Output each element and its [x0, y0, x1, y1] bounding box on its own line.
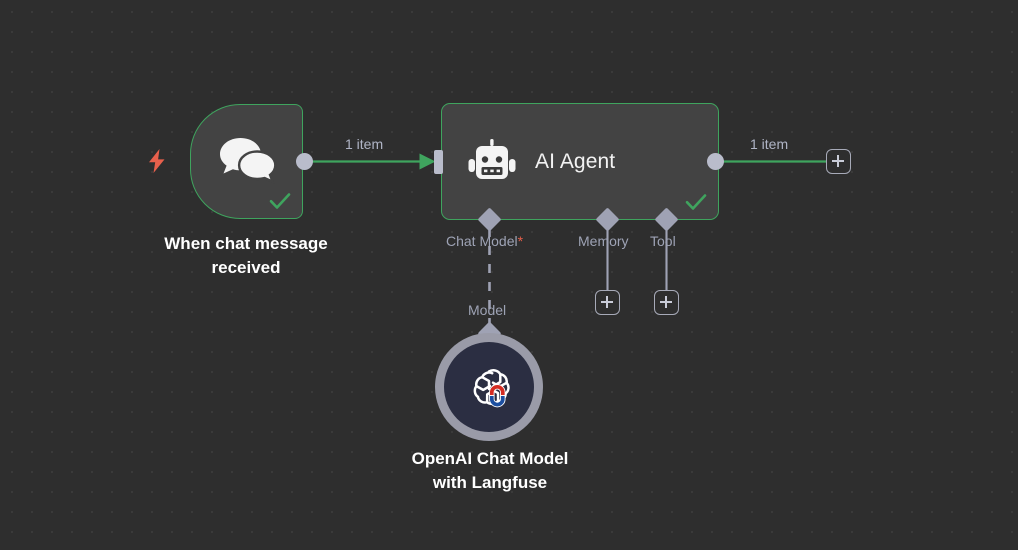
openai-node-caption: OpenAI Chat Model with Langfuse	[411, 449, 569, 493]
add-node-button[interactable]	[826, 149, 851, 174]
node-openai-chat-model[interactable]	[435, 333, 543, 441]
add-tool-button[interactable]	[654, 290, 679, 315]
ai-agent-title: AI Agent	[535, 149, 616, 173]
port-label-chat-model: Chat Model*	[446, 233, 523, 249]
port-label-chat-model-text: Chat Model	[446, 233, 518, 249]
port-label-tool: Tool	[650, 233, 676, 249]
trigger-node-caption: When chat message received	[164, 234, 328, 278]
trigger-output-port[interactable]	[296, 153, 313, 170]
openai-logo-icon	[466, 364, 512, 410]
port-label-model: Model	[468, 302, 507, 318]
trigger-status-check-icon	[269, 193, 291, 209]
port-label-memory: Memory	[578, 233, 629, 249]
required-asterisk: *	[517, 233, 524, 249]
edge-label-agent-to-next: 1 item	[750, 136, 789, 152]
openai-node-body	[444, 342, 534, 432]
edge-label-trigger-to-agent: 1 item	[345, 136, 384, 152]
chat-bubbles-icon	[219, 135, 277, 187]
magnet-icon	[489, 384, 506, 408]
agent-status-check-icon	[685, 194, 707, 210]
lightning-bolt-icon	[146, 148, 168, 174]
robot-icon	[467, 137, 517, 187]
node-when-chat-message-received[interactable]	[190, 104, 303, 219]
add-memory-button[interactable]	[595, 290, 620, 315]
agent-input-port[interactable]	[434, 150, 443, 174]
agent-output-port[interactable]	[707, 153, 724, 170]
node-ai-agent[interactable]: AI Agent	[441, 103, 719, 220]
